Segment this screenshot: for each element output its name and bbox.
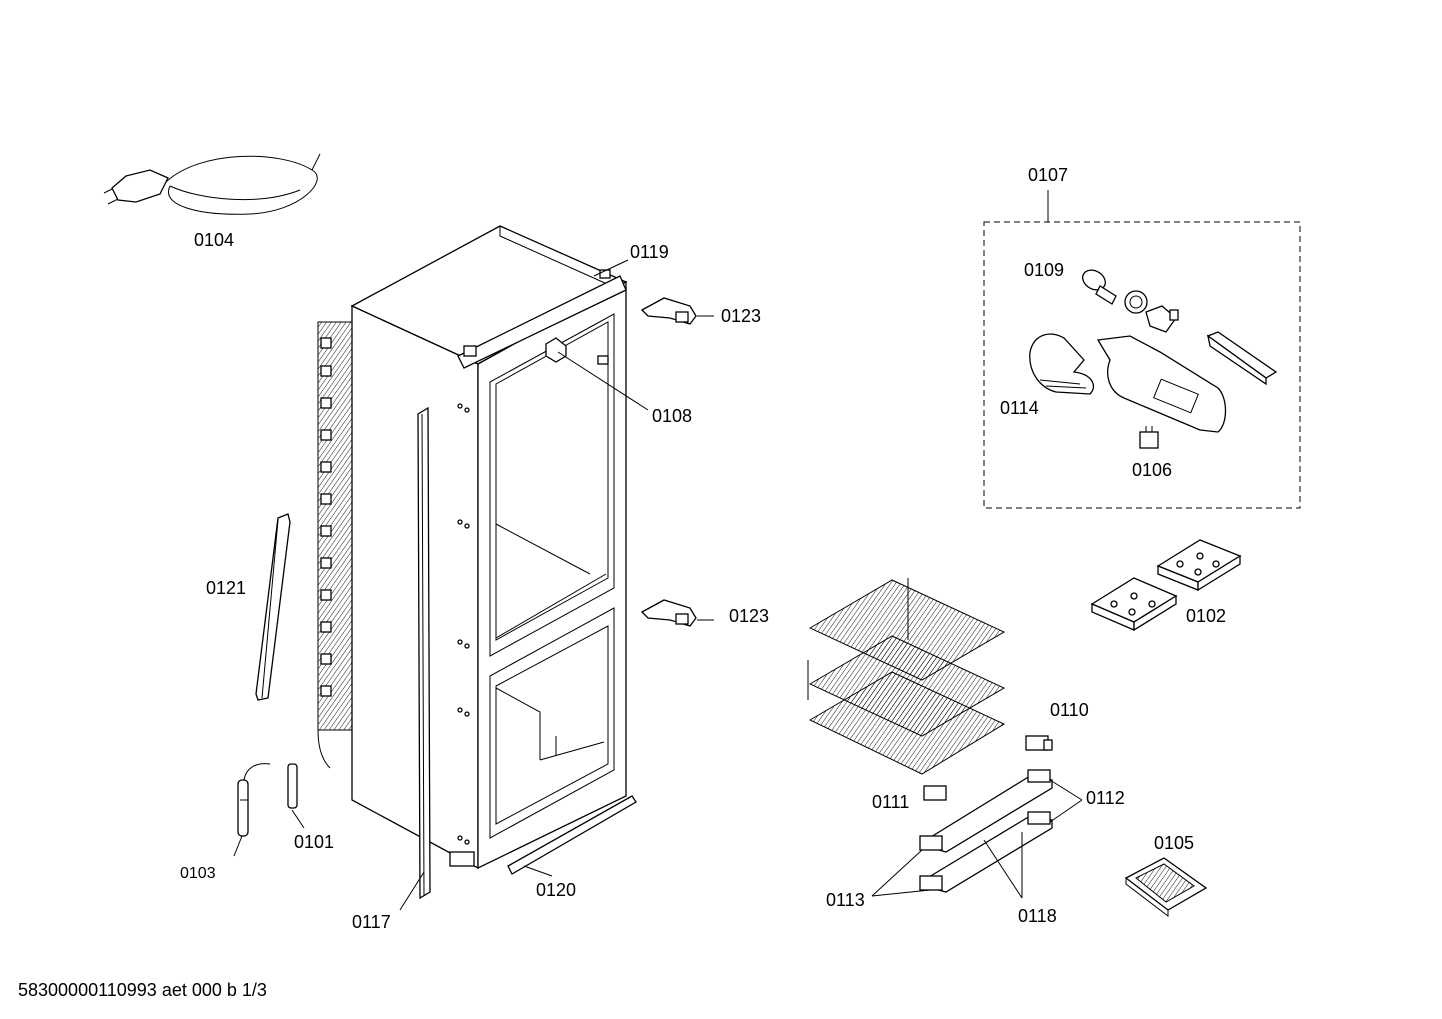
callout-0108: 0108 (652, 406, 692, 426)
callout-0110: 0110 (1050, 700, 1089, 720)
callout-0109: 0109 (1024, 260, 1064, 280)
callout-0118: 0118 (1018, 906, 1057, 926)
lamp-cover-part (1029, 333, 1095, 395)
cover-strip-part (255, 513, 291, 701)
callout-0101: 0101 (294, 832, 334, 852)
bottom-strip-part (507, 795, 637, 875)
callout-0120: 0120 (536, 880, 576, 900)
door-switch-part (1139, 426, 1159, 449)
callout-0104: 0104 (194, 230, 234, 250)
ice-tray-part (1124, 857, 1208, 918)
callout-0117: 0117 (352, 912, 391, 932)
bottle-clip-part (923, 785, 947, 801)
callout-0123-middle: 0123 (729, 606, 769, 626)
callout-0123-top: 0123 (721, 306, 761, 326)
callout-0105: 0105 (1154, 833, 1194, 853)
callout-0112: 0112 (1086, 788, 1125, 808)
small-clip-part (1025, 735, 1053, 751)
power-cable-part (103, 153, 321, 215)
callout-0114: 0114 (1000, 398, 1039, 418)
hinge-top-part (640, 297, 697, 325)
shelf-rails-part (919, 769, 1053, 893)
cold-packs-part (1090, 539, 1242, 632)
document-reference-footer: 58300000110993 aet 000 b 1/3 (18, 980, 267, 1000)
condenser-part (317, 321, 353, 769)
seal-strip-part (417, 406, 431, 900)
callout-0103: 0103 (180, 865, 216, 882)
temperature-sensor-part (237, 763, 271, 837)
hinge-middle-part (640, 599, 697, 627)
control-panel-part (1206, 331, 1278, 386)
callout-0121: 0121 (206, 578, 246, 598)
callout-0119: 0119 (630, 242, 669, 262)
wire-shelves-part (807, 578, 1006, 775)
lamp-housing-part (1096, 335, 1227, 433)
sensor-holder-part (545, 337, 567, 363)
callout-0102: 0102 (1186, 606, 1226, 626)
callout-0106: 0106 (1132, 460, 1172, 480)
sensor-pin-part (287, 763, 298, 809)
cabinet-housing-part (350, 225, 628, 870)
callout-0107: 0107 (1028, 165, 1068, 185)
light-bulb-part (1082, 269, 1179, 333)
callout-0113: 0113 (826, 890, 865, 910)
lighting-kit-group (983, 190, 1301, 509)
callout-0111: 0111 (872, 792, 909, 812)
